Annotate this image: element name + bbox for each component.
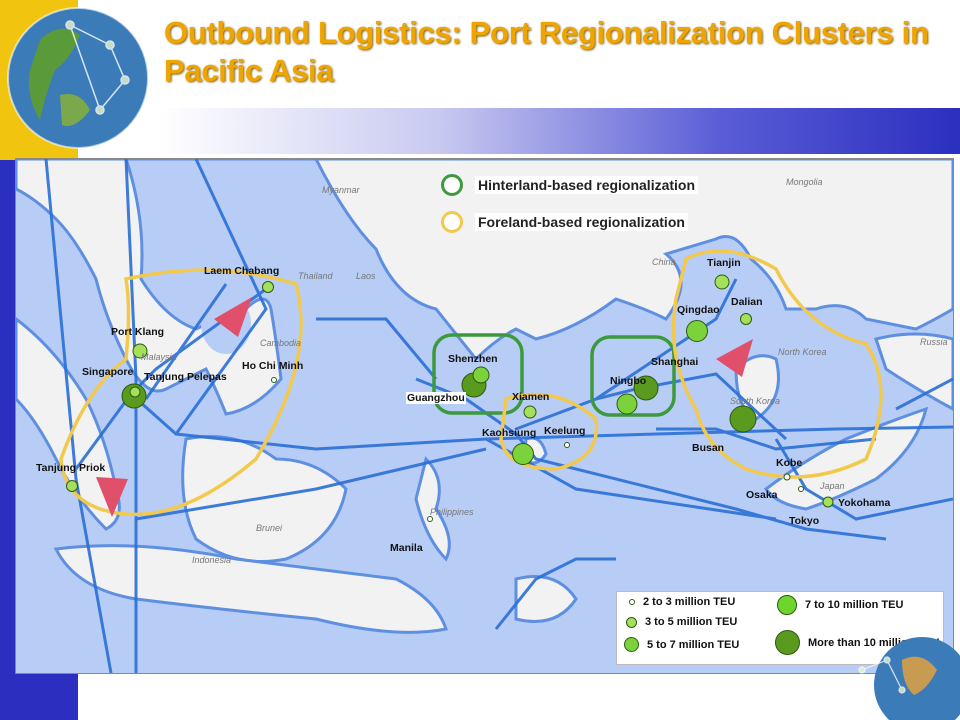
port-label-laem-chabang: Laem Chabang [204,265,280,277]
globe-logo-small [858,637,960,720]
country-label-japan: Japan [820,481,845,491]
country-label-laos: Laos [356,271,376,281]
size-legend: 2 to 3 million TEU 3 to 5 million TEU 5 … [616,591,944,665]
country-label-south-korea: South Korea [730,396,781,406]
xlarge-dot-icon [775,630,800,655]
country-label-brunei: Brunei [256,523,283,533]
map-canvas [16,159,953,673]
port-label-shanghai: Shanghai [651,356,699,368]
port-label-kobe: Kobe [776,457,803,469]
port-label-guangzhou: Guangzhou [406,392,466,404]
legend-foreland: Foreland-based regionalization [441,211,688,233]
port-label-ningbo: Ningbo [610,375,647,387]
port-label-ho-chi-minh: Ho Chi Minh [242,360,304,372]
port-label-manila: Manila [390,542,423,554]
header-gradient-bar [160,108,960,154]
size-legend-label: 3 to 5 million TEU [645,616,738,628]
size-legend-item: 3 to 5 million TEU [626,616,737,628]
port-label-port-klang: Port Klang [111,326,165,338]
country-label-north-korea: North Korea [778,347,827,357]
port-label-qingdao: Qingdao [677,304,720,316]
country-label-indonesia: Indonesia [192,555,232,565]
slide-title: Outbound Logistics: Port Regionalization… [164,15,929,88]
legend-hinterland-label: Hinterland-based regionalization [475,176,699,194]
country-label-malaysia: Malaysia [141,352,177,362]
large-dot-icon [777,595,797,615]
port-label-osaka: Osaka [746,489,778,501]
port-label-tanjung-priok: Tanjung Priok [36,462,106,474]
country-label-myanmar: Myanmar [322,185,360,195]
foreland-ring-icon [441,211,463,233]
port-label-tokyo: Tokyo [789,515,820,527]
country-label-philippines: Philippines [430,507,474,517]
legend-hinterland: Hinterland-based regionalization [441,174,699,196]
country-label-mongolia: Mongolia [786,177,823,187]
country-label-russia: Russia [920,337,948,347]
port-label-tianjin: Tianjin [707,257,741,269]
port-label-busan: Busan [692,442,725,454]
size-legend-label: 5 to 7 million TEU [647,638,740,651]
size-legend-label: 2 to 3 million TEU [643,596,736,608]
port-markers [66,274,834,522]
tiny-dot-icon [629,599,635,605]
medium-dot-icon [624,637,639,652]
hinterland-ring-icon [441,174,463,196]
land-masses [16,159,953,634]
port-label-keelung: Keelung [544,425,586,437]
country-label-cambodia: Cambodia [260,338,302,348]
port-label-xiamen: Xiamen [512,391,550,403]
direction-arrows [96,297,753,517]
port-label-tanjung-pelepas: Tanjung Pelepas [144,371,227,383]
size-legend-item: 7 to 10 million TEU [777,595,903,615]
port-label-singapore: Singapore [82,366,134,378]
country-label-china: China [652,257,676,267]
globe-logo [7,7,149,149]
port-label-dalian: Dalian [731,296,763,308]
map: Myanmar Thailand Laos Cambodia Malaysia … [15,158,954,674]
port-label-yokohama: Yokohama [838,497,891,509]
size-legend-item: 2 to 3 million TEU [629,596,735,608]
port-label-shenzhen: Shenzhen [448,353,498,365]
port-label-kaohsiung: Kaohsiung [482,427,537,439]
size-legend-item: 5 to 7 million TEU [624,637,739,652]
legend-foreland-label: Foreland-based regionalization [475,213,688,231]
size-legend-label: 7 to 10 million TEU [805,599,904,611]
country-label-thailand: Thailand [298,271,333,281]
small-dot-icon [626,616,637,628]
